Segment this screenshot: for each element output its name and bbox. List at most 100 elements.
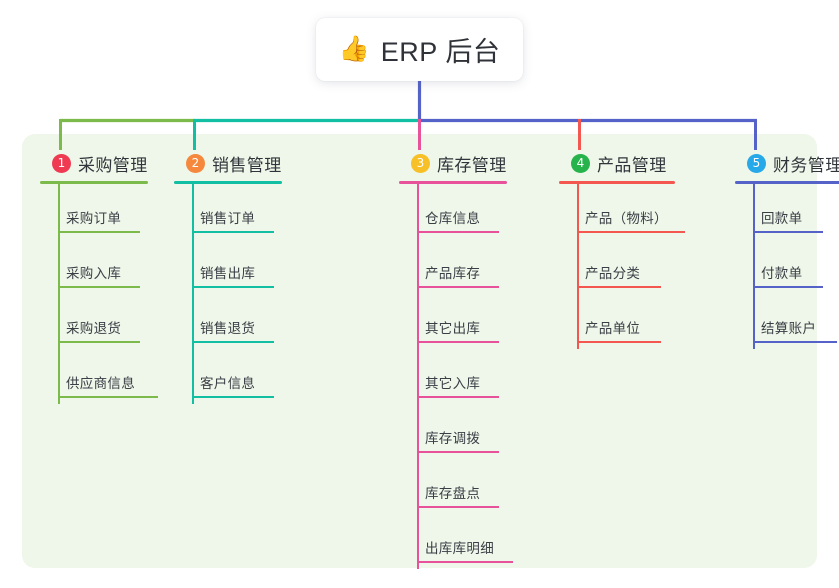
branch-column-1[interactable]: 1 采购管理 采购订单 采购入库 采购退货 供应商信息	[40, 150, 190, 404]
leaf-item[interactable]: 采购订单	[40, 184, 190, 239]
branch-header-1[interactable]: 1 采购管理	[40, 150, 190, 176]
leaf-label: 产品单位	[585, 321, 641, 336]
branch-title-1: 采购管理	[78, 155, 148, 175]
leaf-list-5: 回款单 付款单 结算账户	[735, 184, 839, 349]
leaf-label: 采购订单	[66, 211, 122, 226]
branch-column-2[interactable]: 2 销售管理 销售订单 销售出库 销售退货 客户信息	[174, 150, 324, 404]
leaf-underline	[417, 286, 499, 288]
leaf-label: 库存盘点	[425, 486, 481, 501]
leaf-label: 采购退货	[66, 321, 122, 336]
leaf-item[interactable]: 其它入库	[399, 349, 549, 404]
branch-header-2[interactable]: 2 销售管理	[174, 150, 324, 176]
branch-spine-3	[417, 184, 419, 569]
leaf-underline	[577, 286, 661, 288]
leaf-item[interactable]: 回款单	[735, 184, 839, 239]
branch-column-4[interactable]: 4 产品管理 产品（物料） 产品分类 产品单位	[559, 150, 719, 349]
leaf-item[interactable]: 产品（物料）	[559, 184, 719, 239]
branch-badge-5: 5	[747, 153, 766, 173]
leaf-label: 回款单	[761, 211, 803, 226]
branch-spine-1	[58, 184, 60, 404]
leaf-item[interactable]: 销售出库	[174, 239, 324, 294]
root-title-node[interactable]: 👍 ERP 后台	[316, 18, 523, 81]
root-title-inner: 👍 ERP 后台	[339, 30, 501, 69]
leaf-label: 供应商信息	[66, 376, 135, 391]
leaf-underline	[577, 231, 685, 233]
branch-badge-3: 3	[411, 153, 430, 173]
branch-underline-3	[399, 181, 507, 184]
leaf-underline	[417, 451, 499, 453]
leaf-list-4: 产品（物料） 产品分类 产品单位	[559, 184, 719, 349]
leaf-label: 销售订单	[200, 211, 256, 226]
leaf-underline	[417, 506, 499, 508]
leaf-label: 销售出库	[200, 266, 256, 281]
leaf-label: 仓库信息	[425, 211, 481, 226]
leaf-underline	[58, 286, 140, 288]
branch-header-4[interactable]: 4 产品管理	[559, 150, 719, 176]
leaf-item[interactable]: 产品单位	[559, 294, 719, 349]
branch-title-4: 产品管理	[597, 155, 667, 175]
branch-title-2: 销售管理	[212, 155, 282, 175]
leaf-item[interactable]: 产品分类	[559, 239, 719, 294]
branch-badge-2: 2	[186, 153, 205, 173]
leaf-label: 库存调拨	[425, 431, 481, 446]
leaf-label: 付款单	[761, 266, 803, 281]
leaf-item[interactable]: 销售退货	[174, 294, 324, 349]
leaf-item[interactable]: 仓库信息	[399, 184, 549, 239]
leaf-underline	[753, 341, 837, 343]
leaf-label: 出库库明细	[425, 541, 494, 556]
branch-header-3[interactable]: 3 库存管理	[399, 150, 549, 176]
leaf-label: 销售退货	[200, 321, 256, 336]
branch-header-5[interactable]: 5 财务管理	[735, 150, 839, 176]
leaf-underline	[417, 561, 513, 563]
thumbs-up-icon: 👍	[338, 35, 370, 63]
leaf-item[interactable]: 结算账户	[735, 294, 839, 349]
branch-title-5: 财务管理	[773, 155, 839, 175]
leaf-underline	[192, 341, 274, 343]
leaf-label: 产品分类	[585, 266, 641, 281]
leaf-underline	[577, 341, 661, 343]
leaf-label: 产品（物料）	[585, 211, 668, 226]
leaf-item[interactable]: 库存调拨	[399, 404, 549, 459]
leaf-label: 结算账户	[761, 321, 817, 336]
leaf-underline	[753, 286, 823, 288]
branch-badge-1: 1	[52, 153, 71, 173]
leaf-item[interactable]: 采购退货	[40, 294, 190, 349]
leaf-item[interactable]: 其它出库	[399, 294, 549, 349]
leaf-label: 其它入库	[425, 376, 481, 391]
branch-underline-4	[559, 181, 675, 184]
branch-badge-4: 4	[571, 153, 590, 173]
branch-spine-2	[192, 184, 194, 404]
branch-column-3[interactable]: 3 库存管理 仓库信息 产品库存 其它出库 其它入库 库存调拨	[399, 150, 549, 569]
branch-underline-1	[40, 181, 148, 184]
leaf-item[interactable]: 供应商信息	[40, 349, 190, 404]
leaf-item[interactable]: 产品库存	[399, 239, 549, 294]
leaf-underline	[753, 231, 823, 233]
branch-title-3: 库存管理	[437, 155, 507, 175]
branch-underline-2	[174, 181, 282, 184]
leaf-underline	[192, 396, 274, 398]
leaf-underline	[58, 341, 140, 343]
leaf-underline	[417, 396, 499, 398]
leaf-item[interactable]: 付款单	[735, 239, 839, 294]
leaf-item[interactable]: 库存盘点	[399, 459, 549, 514]
leaf-item[interactable]: 采购入库	[40, 239, 190, 294]
leaf-underline	[58, 396, 158, 398]
leaf-label: 产品库存	[425, 266, 481, 281]
branch-column-5[interactable]: 5 财务管理 回款单 付款单 结算账户	[735, 150, 839, 349]
branch-spine-4	[577, 184, 579, 349]
leaf-list-3: 仓库信息 产品库存 其它出库 其它入库 库存调拨 库存盘点	[399, 184, 549, 569]
leaf-item[interactable]: 出库库明细	[399, 514, 549, 569]
leaf-item[interactable]: 客户信息	[174, 349, 324, 404]
leaf-item[interactable]: 销售订单	[174, 184, 324, 239]
branch-underline-5	[735, 181, 839, 184]
branch-spine-5	[753, 184, 755, 349]
leaf-underline	[417, 231, 499, 233]
leaf-label: 其它出库	[425, 321, 481, 336]
leaf-underline	[192, 286, 274, 288]
leaf-list-2: 销售订单 销售出库 销售退货 客户信息	[174, 184, 324, 404]
leaf-underline	[192, 231, 274, 233]
leaf-underline	[417, 341, 499, 343]
leaf-underline	[58, 231, 140, 233]
page-title: ERP 后台	[380, 37, 501, 67]
